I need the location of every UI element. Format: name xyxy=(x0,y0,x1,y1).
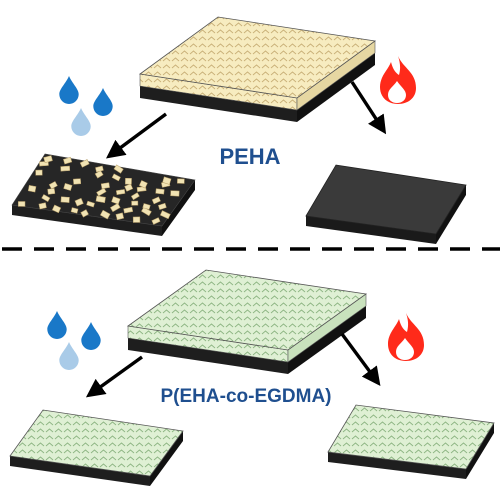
polymer-flake xyxy=(142,203,151,210)
polymer-flake xyxy=(159,210,171,220)
peha-pristine-film xyxy=(138,16,377,122)
dissolved-flakes xyxy=(18,155,185,225)
polymer-flake xyxy=(130,192,140,201)
polymer-flake xyxy=(48,181,58,190)
polymer-flake xyxy=(155,188,165,195)
copolymer-fire-arrow xyxy=(340,332,381,387)
polymer-flake xyxy=(86,200,95,208)
flame-icon xyxy=(380,56,416,104)
polymer-flake xyxy=(113,164,124,174)
polymer-flake xyxy=(95,195,106,203)
polymer-flake xyxy=(60,196,70,203)
polymer-flake xyxy=(95,165,104,173)
polymer-flake xyxy=(73,178,82,185)
peha-fire-arrow xyxy=(350,81,387,135)
polymer-flake xyxy=(115,189,126,195)
polymer-flake xyxy=(123,206,134,214)
water-drops-icon xyxy=(59,76,113,136)
polymer-flake xyxy=(96,187,107,197)
polymer-flake xyxy=(131,200,139,206)
polymer-flake xyxy=(74,197,84,207)
polymer-flake xyxy=(18,201,26,207)
polymer-flake xyxy=(43,155,53,163)
polymer-flake xyxy=(63,183,73,191)
polymer-flake xyxy=(111,196,121,205)
polymer-flake xyxy=(170,190,180,197)
polymer-flake xyxy=(80,209,89,218)
polymer-flake xyxy=(70,207,79,214)
polymer-flake xyxy=(124,183,134,192)
peha-water-degraded-film xyxy=(11,153,196,236)
copolymer-fire-intact-film xyxy=(327,404,495,479)
polymer-flake xyxy=(41,194,51,202)
copolymer-water-intact-film xyxy=(9,409,184,486)
polymer-flake xyxy=(141,206,152,217)
polymer-flake xyxy=(99,209,111,220)
polymer-flake xyxy=(94,170,104,179)
polymer-flake xyxy=(138,180,148,189)
polymer-flake xyxy=(151,196,161,205)
polymer-flake xyxy=(38,202,47,210)
peha-burned-film xyxy=(305,164,467,244)
copolymer-water-arrow xyxy=(85,355,143,398)
polymer-flake xyxy=(27,184,37,193)
polymer-flake xyxy=(35,169,43,176)
water-drops-icon xyxy=(47,311,101,370)
polymer-flake xyxy=(47,188,56,195)
polymer-flake xyxy=(162,176,172,185)
polymer-flake xyxy=(115,212,125,221)
copolymer-pristine-film xyxy=(126,269,368,374)
polymer-flake xyxy=(177,178,185,184)
polymer-flake xyxy=(132,216,141,223)
polymer-flake xyxy=(63,156,73,165)
polymer-flake xyxy=(60,165,71,172)
copolymer-label: P(EHA-co-EGDMA) xyxy=(161,386,332,407)
peha-label: PEHA xyxy=(219,144,280,169)
polymer-flake xyxy=(100,182,110,189)
polymer-flake xyxy=(110,202,121,213)
flame-icon xyxy=(388,313,424,361)
polymer-flake xyxy=(79,159,90,168)
polymer-flake xyxy=(158,202,167,210)
polymer-flake xyxy=(51,204,62,214)
polymer-flake xyxy=(151,217,161,225)
polymer-flake xyxy=(125,177,132,185)
polymer-flake xyxy=(111,173,121,182)
peha-water-arrow xyxy=(105,112,168,159)
